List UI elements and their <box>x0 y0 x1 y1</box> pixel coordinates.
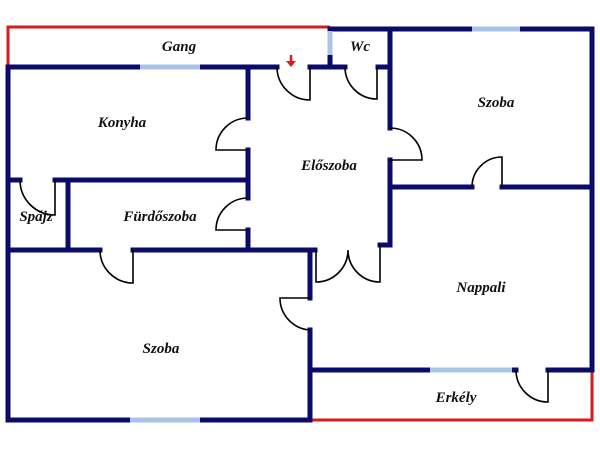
label-eloszoba: Előszoba <box>300 158 357 174</box>
pantry-door <box>19 179 56 216</box>
bathroom-door <box>215 197 249 231</box>
label-konyha: Konyha <box>97 115 147 131</box>
room-door <box>279 297 311 331</box>
exterior-lines <box>6 25 594 422</box>
doors <box>19 66 549 403</box>
wc-door <box>344 66 378 100</box>
double-door <box>315 245 381 283</box>
label-furdoszoba: Fürdőszoba <box>122 209 197 225</box>
room-door <box>389 127 423 161</box>
label-wc: Wc <box>350 39 370 55</box>
label-spajz: Spájz <box>19 209 53 225</box>
windows <box>130 26 520 423</box>
gang-boundary <box>6 25 330 67</box>
label-erkely: Erkély <box>435 390 477 406</box>
entrance-door <box>276 66 311 101</box>
label-nappali: Nappali <box>455 280 506 296</box>
room-door <box>99 249 134 284</box>
balcony-door <box>515 369 549 403</box>
kitchen-door <box>215 117 249 151</box>
room-labels: Gang Wc Konyha Szoba Előszoba Spájz Fürd… <box>19 39 515 406</box>
label-szoba-top: Szoba <box>478 95 515 111</box>
walls <box>5 26 595 423</box>
label-szoba-bottom: Szoba <box>143 341 180 357</box>
entrance-arrow-icon <box>286 55 296 67</box>
label-gang: Gang <box>162 39 197 55</box>
room-door <box>471 156 503 188</box>
